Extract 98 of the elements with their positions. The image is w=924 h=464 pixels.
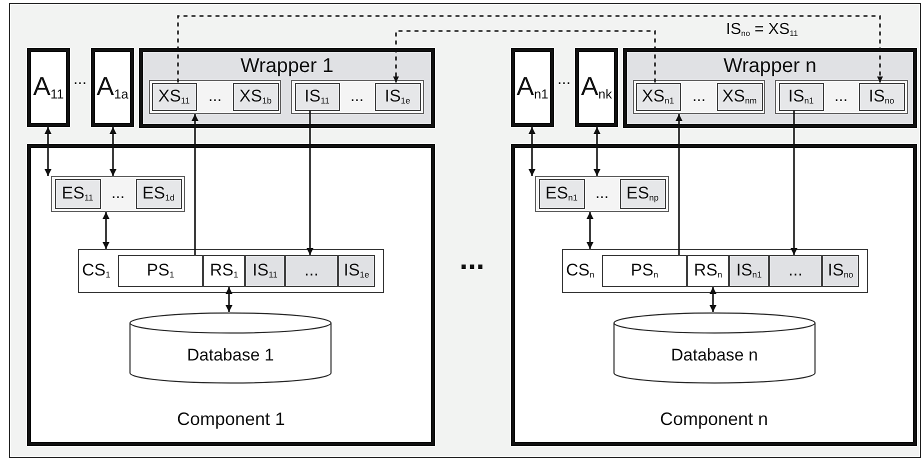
service-label: CS$_{1}$ [82, 261, 110, 279]
component-label: Component 1 [176, 410, 286, 428]
service-label: XS$_{n1}$ [642, 86, 674, 104]
service-group-box [291, 80, 424, 114]
service-box [716, 82, 762, 110]
service-box [54, 178, 100, 208]
service-label: IS$_{n1}$ [736, 261, 762, 279]
service-box [374, 82, 420, 110]
service-label: XS$_{11}$ [158, 86, 190, 104]
component-label: Component n [660, 410, 768, 428]
state-cell [245, 255, 285, 287]
state-cell [602, 255, 687, 287]
arrow [528, 127, 536, 176]
service-box [152, 82, 196, 110]
state-cell [729, 255, 769, 287]
ellipsis-label: ... [595, 186, 609, 202]
state-cell [285, 255, 338, 287]
database-cylinder [129, 312, 332, 384]
application-box [575, 48, 618, 127]
arrow [676, 114, 682, 255]
state-cell [203, 255, 245, 287]
ellipsis-label: ... [834, 89, 848, 105]
service-box [232, 82, 278, 110]
service-label: IS$_{11}$ [304, 86, 330, 104]
service-group-box [535, 176, 669, 212]
service-label: A$_{n1}$ [516, 72, 548, 100]
state-strip [78, 249, 384, 293]
wrapper-box [139, 48, 435, 128]
arrow [710, 287, 716, 312]
service-label: IS$_{1e}$ [344, 261, 370, 279]
database-label: Database n [671, 346, 758, 364]
database-cylinder [613, 312, 816, 384]
arrow [110, 127, 116, 176]
ellipsis-label: ... [73, 72, 87, 88]
service-box [858, 82, 904, 110]
service-label: IS$_{n1}$ [788, 86, 814, 104]
dashed-arrow [393, 30, 656, 82]
service-label: PS$_{n}$ [630, 261, 658, 279]
database-label: Database 1 [187, 346, 274, 364]
service-label: IS$_{no}$ [828, 261, 854, 279]
arrow [226, 287, 232, 312]
service-box [636, 82, 680, 110]
wrapper-box [623, 48, 917, 128]
application-box [511, 48, 554, 127]
service-label: IS$_{11}$ [252, 261, 278, 279]
service-group-box [633, 80, 765, 114]
service-label: XS$_{1b}$ [239, 86, 272, 104]
service-label: RS$_{1}$ [210, 261, 238, 279]
service-group-box [775, 80, 908, 114]
service-label: ... [788, 262, 803, 279]
component-box [27, 144, 435, 446]
wrapper-label: Wrapper n [724, 56, 816, 76]
ellipsis-label: ... [460, 245, 484, 275]
service-box [136, 178, 182, 208]
service-box [538, 178, 584, 208]
application-box [27, 48, 70, 127]
state-cell [338, 255, 375, 287]
service-label: PS$_{1}$ [146, 261, 174, 279]
arrow [586, 212, 594, 249]
service-label: ES$_{n1}$ [545, 184, 578, 202]
equation-label: IS$_{no}$ = XS$_{11}$ [726, 22, 798, 38]
service-label: A$_{nk}$ [580, 72, 612, 100]
arrow [790, 110, 798, 255]
service-label: ... [304, 262, 319, 279]
service-label: A$_{11}$ [33, 72, 64, 100]
state-cell [118, 255, 203, 287]
arrow [192, 114, 198, 255]
ellipsis-label: ... [208, 89, 222, 105]
arrow [594, 127, 600, 176]
service-box [294, 82, 340, 110]
ellipsis-label: ... [692, 89, 706, 105]
state-strip [562, 249, 868, 293]
arrow [306, 110, 314, 255]
service-label: XS$_{nm}$ [722, 86, 757, 104]
service-box [778, 82, 824, 110]
service-label: ES$_{np}$ [626, 184, 659, 202]
service-label: ES$_{11}$ [62, 184, 94, 202]
service-label: A$_{1a}$ [96, 72, 128, 100]
application-box [91, 48, 134, 127]
ellipsis-label: ... [111, 186, 125, 202]
service-label: RS$_{n}$ [694, 261, 722, 279]
dashed-arrow [177, 15, 883, 82]
ellipsis-label: ... [557, 72, 571, 88]
service-label: ES$_{1d}$ [142, 184, 175, 202]
service-label: CS$_{n}$ [566, 261, 594, 279]
state-cell [822, 255, 859, 287]
wrapper-label: Wrapper 1 [240, 56, 334, 76]
service-group-box [149, 80, 281, 114]
arrow [44, 127, 52, 176]
service-group-box [51, 176, 185, 212]
service-label: IS$_{1e}$ [384, 86, 410, 104]
service-box [620, 178, 666, 208]
ellipsis-label: ... [350, 89, 364, 105]
service-label: IS$_{no}$ [868, 86, 894, 104]
state-cell [687, 255, 729, 287]
component-box [511, 144, 917, 446]
state-cell [769, 255, 822, 287]
arrow [102, 212, 110, 249]
